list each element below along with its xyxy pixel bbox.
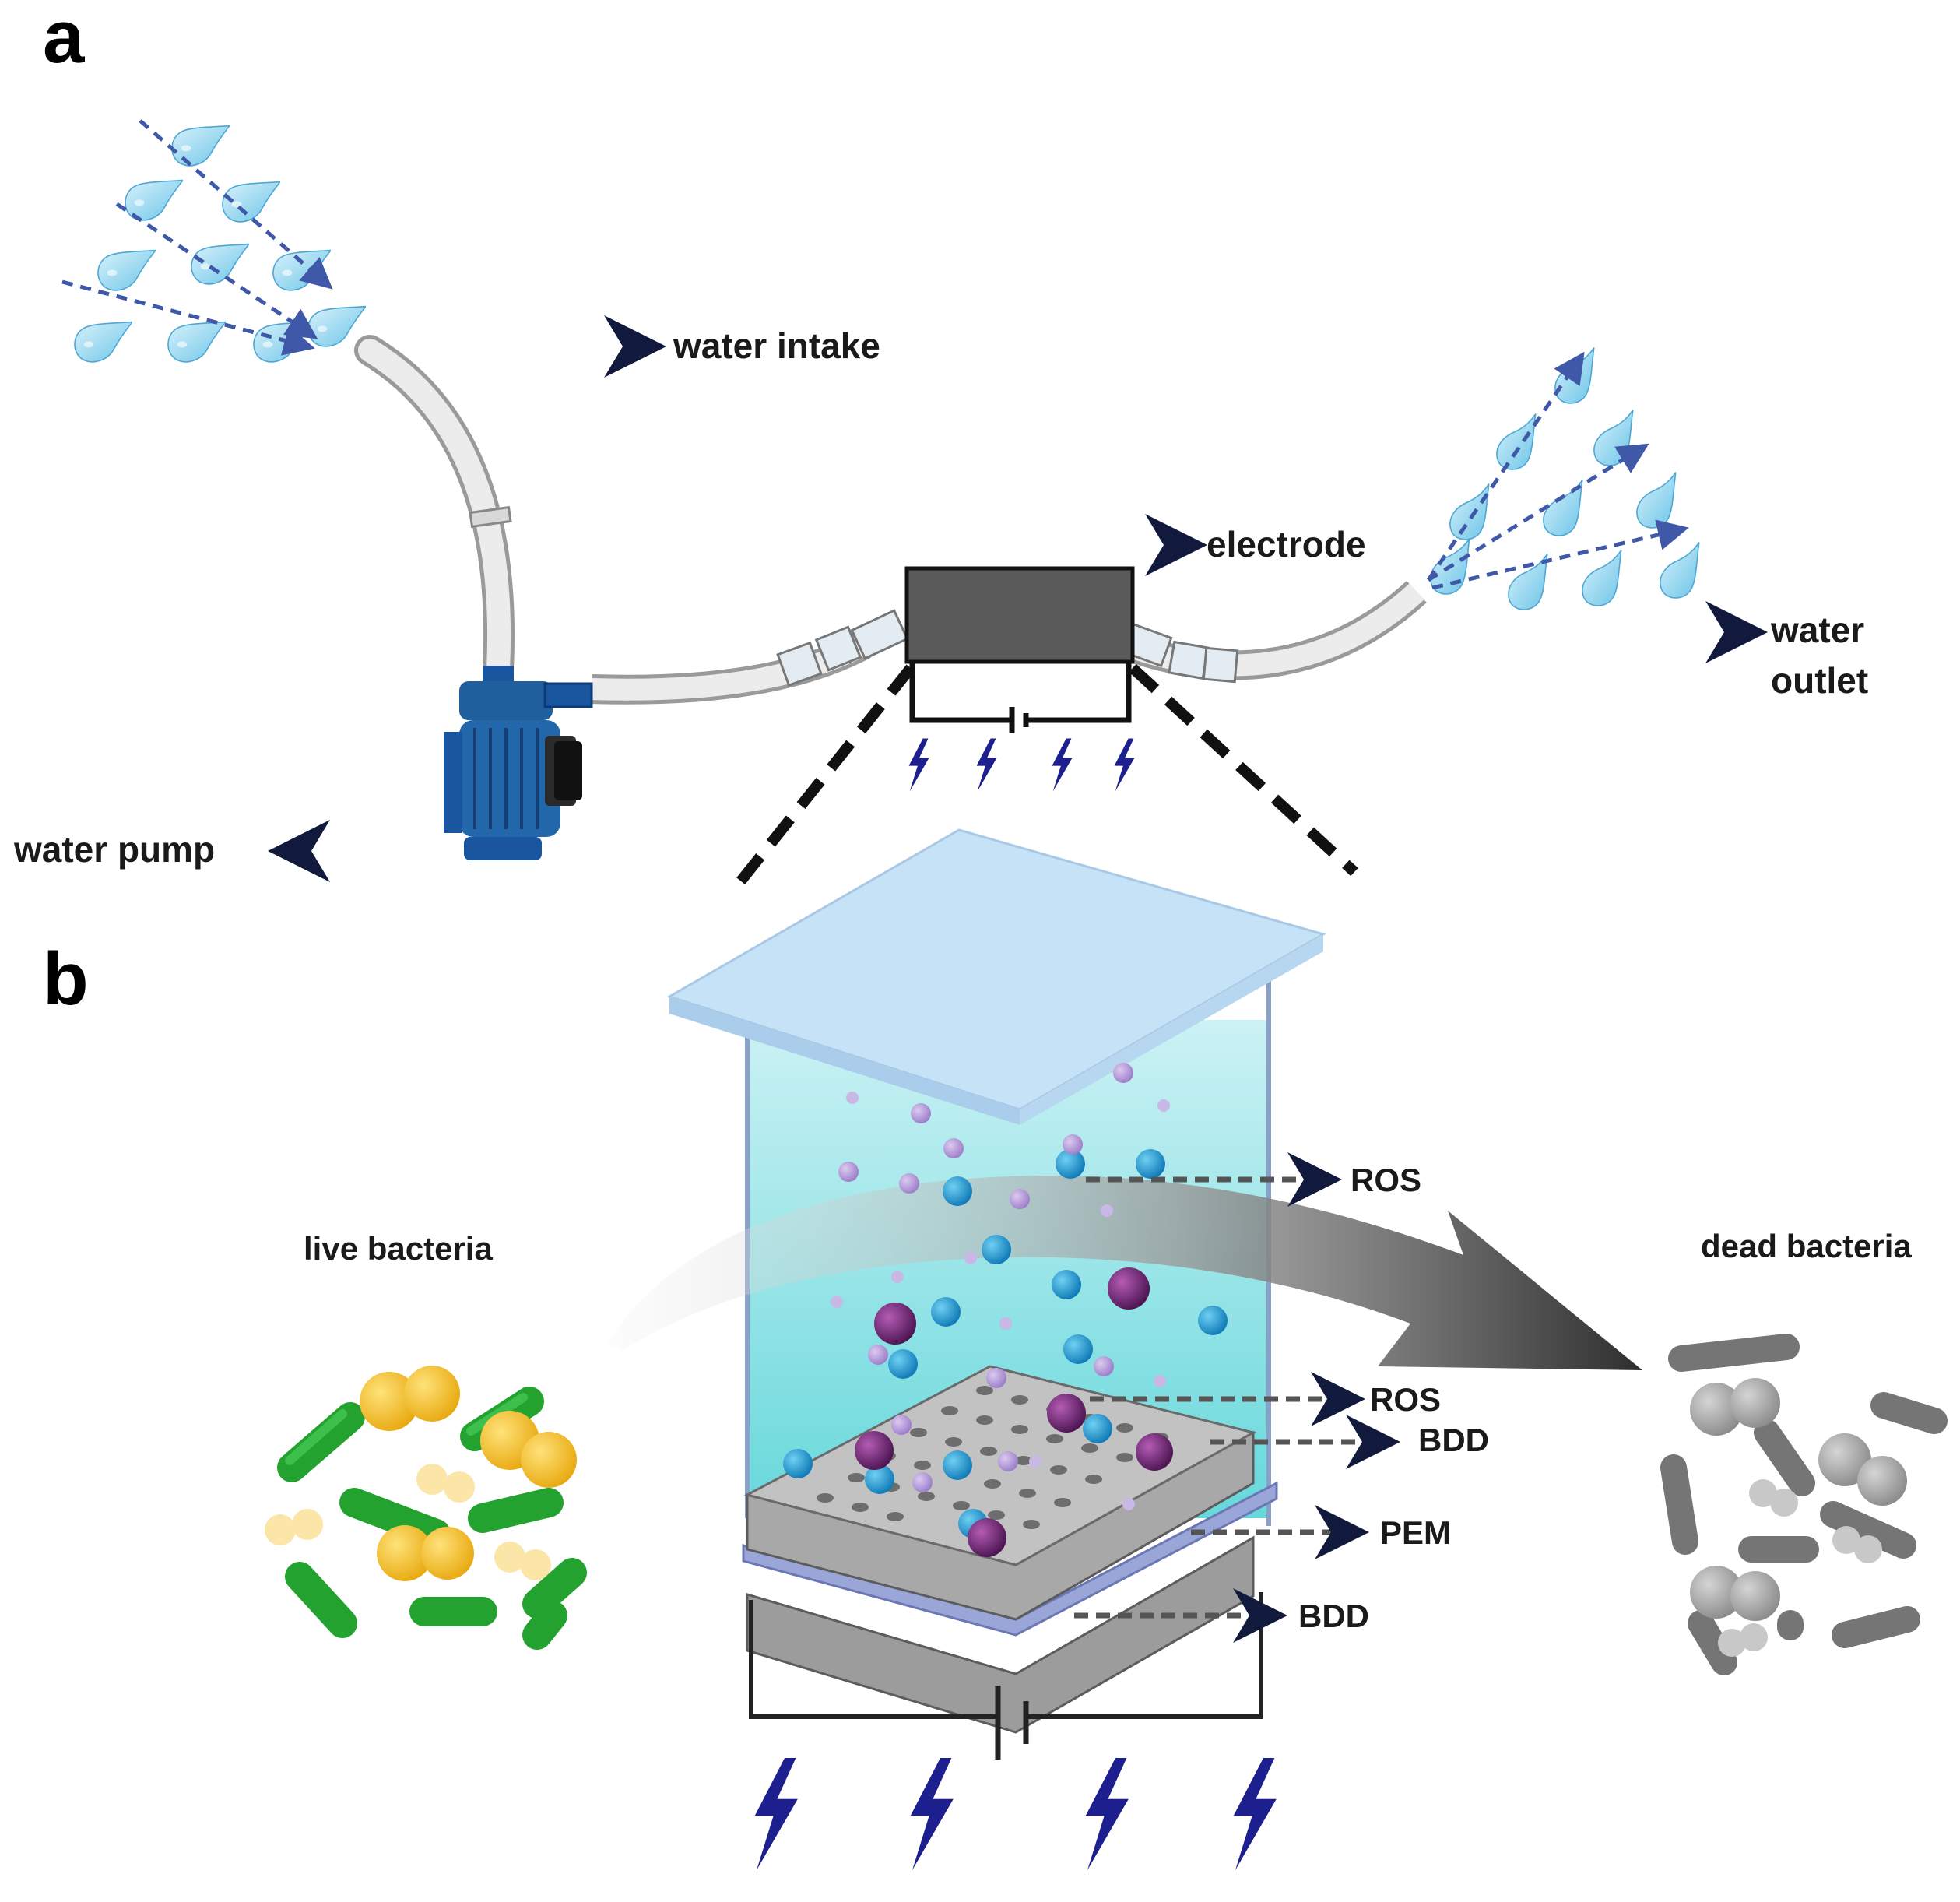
lightning-bolt-icon bbox=[1233, 1758, 1277, 1870]
label-live-bacteria: live bacteria bbox=[304, 1230, 493, 1267]
label-pem: PEM bbox=[1380, 1514, 1451, 1551]
label-water-outlet-1: water bbox=[1770, 610, 1864, 650]
intake-tube bbox=[354, 335, 515, 685]
panel-label-a: a bbox=[43, 0, 85, 79]
outlet-tube bbox=[1115, 580, 1427, 684]
label-ros-top: ROS bbox=[1351, 1162, 1421, 1198]
live-bacteria-icon bbox=[265, 1366, 587, 1650]
lightning-bolt-icon bbox=[976, 738, 997, 792]
pump-outlet-tube bbox=[591, 609, 909, 705]
electrode-box bbox=[904, 566, 1135, 792]
intake-droplets bbox=[61, 119, 366, 363]
outlet-droplets bbox=[1426, 346, 1700, 610]
label-bdd-top: BDD bbox=[1418, 1422, 1489, 1458]
lightning-bolt-icon bbox=[1114, 738, 1135, 792]
panel-b-leaders bbox=[1074, 1152, 1400, 1643]
lightning-bolt-icon bbox=[908, 738, 929, 792]
panel-a-leaders bbox=[268, 315, 1768, 882]
lightning-bolt-icon bbox=[910, 1758, 954, 1870]
label-bdd-bottom: BDD bbox=[1298, 1598, 1369, 1634]
label-water-pump: water pump bbox=[13, 829, 215, 870]
label-ros-mid: ROS bbox=[1370, 1381, 1441, 1418]
lightning-bolt-icon bbox=[1052, 738, 1073, 792]
dead-bacteria-icon bbox=[1660, 1334, 1948, 1675]
lightning-bolt-icon bbox=[1085, 1758, 1129, 1870]
label-water-outlet-2: outlet bbox=[1771, 660, 1868, 701]
label-dead-bacteria: dead bacteria bbox=[1701, 1228, 1912, 1264]
water-pump-icon bbox=[444, 666, 593, 860]
transformation-arrow bbox=[607, 1176, 1642, 1370]
panel-label-b: b bbox=[43, 937, 89, 1021]
label-electrode: electrode bbox=[1207, 524, 1366, 564]
ros-particles bbox=[783, 1063, 1228, 1557]
label-water-intake: water intake bbox=[673, 325, 880, 366]
zoom-lines bbox=[731, 663, 1358, 891]
lightning-bolt-icon bbox=[754, 1758, 798, 1870]
